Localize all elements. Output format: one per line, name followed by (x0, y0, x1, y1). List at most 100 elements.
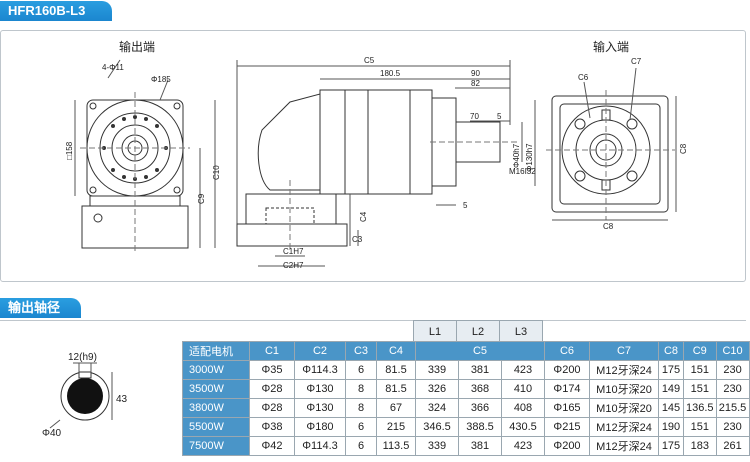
col-c5: C5 (415, 341, 545, 361)
cell: 145 (658, 398, 684, 418)
c2-label: C2H7 (283, 261, 304, 270)
side-view (236, 60, 536, 267)
cell: 430.5 (501, 417, 545, 437)
cell: 326 (415, 379, 459, 399)
col-c1: C1 (249, 341, 295, 361)
cell: 215 (376, 417, 416, 437)
d82-label: 82 (471, 79, 480, 88)
cell: Φ180 (294, 417, 346, 437)
cell: 175 (658, 436, 684, 456)
cell-motor: 3500W (182, 379, 250, 399)
cell: 151 (683, 417, 717, 437)
table-row: 3500W Φ28 Φ130 8 81.5 326 368 410 Φ174 M… (182, 379, 750, 399)
cell: 408 (501, 398, 545, 418)
cell: Φ38 (249, 417, 295, 437)
cell: 261 (715, 436, 750, 456)
cell: M10牙深20 (589, 379, 659, 399)
c7-label: C7 (631, 57, 642, 66)
cell: 8 (345, 398, 377, 418)
cell: 388.5 (458, 417, 502, 437)
table-row: 7500W Φ42 Φ114.3 6 113.5 339 381 423 Φ20… (182, 436, 750, 456)
d5b-label: 5 (463, 201, 468, 210)
model-title-tag: HFR160B-L3 (0, 1, 112, 21)
col-c4: C4 (376, 341, 416, 361)
cell: 230 (715, 379, 750, 399)
cell-motor: 7500W (182, 436, 250, 456)
cell: Φ165 (544, 398, 590, 418)
cell: Φ130 (294, 379, 346, 399)
l2-header: L2 (456, 320, 500, 343)
c10-label: C10 (212, 165, 221, 180)
table-row: 3800W Φ28 Φ130 8 67 324 366 408 Φ165 M10… (182, 398, 750, 418)
cell: Φ215 (544, 417, 590, 437)
col-motor: 适配电机 (182, 341, 250, 361)
l1-header: L1 (413, 320, 457, 343)
c8-horizontal-label: C8 (603, 222, 614, 231)
cell: 149 (658, 379, 684, 399)
table-header-row: 适配电机 C1 C2 C3 C4 C5 C6 C7 C8 C9 C10 (182, 341, 750, 361)
cell: Φ130 (294, 398, 346, 418)
cell: Φ174 (544, 379, 590, 399)
phi185-label: Φ185 (151, 75, 171, 84)
output-end-title: 输出端 (119, 40, 156, 54)
cell: 215.5 (715, 398, 750, 418)
d5a-label: 5 (497, 112, 502, 121)
cell: 151 (683, 360, 717, 380)
col-c2: C2 (294, 341, 346, 361)
cell: 423 (501, 436, 545, 456)
spec-table: 适配电机 C1 C2 C3 C4 C5 C6 C7 C8 C9 C10 3000… (182, 341, 750, 456)
cell: 339 (415, 360, 459, 380)
cell: 8 (345, 379, 377, 399)
d90-label: 90 (471, 69, 480, 78)
cell: 230 (715, 417, 750, 437)
cell: Φ42 (249, 436, 295, 456)
c8-vertical-label: C8 (679, 143, 688, 154)
cell: M12牙深24 (589, 417, 659, 437)
cell-motor: 3800W (182, 398, 250, 418)
cell-motor: 3000W (182, 360, 250, 380)
cell: 6 (345, 417, 377, 437)
technical-drawing: 4-Φ11 Φ185 □158 C9 C10 C5 180.5 90 82 70… (65, 56, 688, 270)
output-end-view (74, 59, 216, 252)
col-c10: C10 (715, 341, 750, 361)
cell: 183 (683, 436, 717, 456)
cell: Φ28 (249, 379, 295, 399)
table-row: 3000W Φ35 Φ114.3 6 81.5 339 381 423 Φ200… (182, 360, 750, 380)
cell: 6 (345, 436, 377, 456)
cell: 381 (458, 436, 502, 456)
cell: 81.5 (376, 360, 416, 380)
c9-label: C9 (197, 193, 206, 204)
c3-label: C3 (352, 235, 363, 244)
cell: 423 (501, 360, 545, 380)
phi130-label: Φ130h7 (525, 143, 534, 172)
cell: 113.5 (376, 436, 416, 456)
phi40-label: Φ40h7 (512, 143, 521, 168)
c6-label: C6 (578, 73, 589, 82)
col-c8: C8 (658, 341, 684, 361)
cell: 324 (415, 398, 459, 418)
cell: M10牙深20 (589, 398, 659, 418)
cell: Φ114.3 (294, 360, 346, 380)
col-c7: C7 (589, 341, 659, 361)
input-end-title: 输入端 (593, 40, 630, 54)
drawing-panel (0, 30, 746, 282)
shaft-height-label: 43 (116, 394, 128, 405)
cell: Φ114.3 (294, 436, 346, 456)
cell: Φ28 (249, 398, 295, 418)
shaft-key-label: 12(h9) (68, 352, 97, 363)
col-c3: C3 (345, 341, 377, 361)
c4-label: C4 (359, 211, 368, 222)
shaft-section-drawing: 12(h9) 43 Φ40 (42, 352, 128, 438)
cell: 6 (345, 360, 377, 380)
c1-label: C1H7 (283, 247, 304, 256)
cell: 175 (658, 360, 684, 380)
cell: 190 (658, 417, 684, 437)
cell: 368 (458, 379, 502, 399)
d70-label: 70 (470, 112, 479, 121)
section-divider (0, 320, 746, 321)
holes-label: 4-Φ11 (102, 63, 124, 72)
cell: 339 (415, 436, 459, 456)
cell: M12牙深24 (589, 360, 659, 380)
cell: M12牙深24 (589, 436, 659, 456)
shaft-dia-label: Φ40 (42, 428, 62, 438)
